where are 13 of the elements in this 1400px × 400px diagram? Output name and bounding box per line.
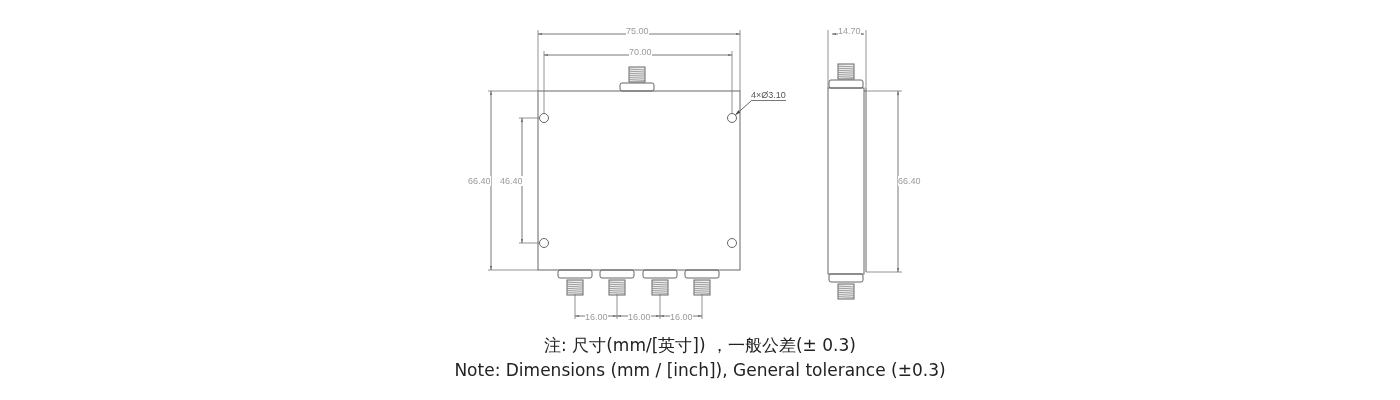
dimension-label: 16.00 xyxy=(670,312,693,322)
mounting-hole xyxy=(727,113,737,123)
dimension-label: 46.40 xyxy=(500,176,523,186)
callout-text: 4×Ø3.10 xyxy=(751,90,786,101)
dimension-label: 66.40 xyxy=(898,176,921,186)
dimension-label: 14.70 xyxy=(838,26,861,36)
dimension-label: 16.00 xyxy=(628,312,651,322)
dimension-label: 66.40 xyxy=(468,176,491,186)
note-text: 注: 尺寸(mm/[英寸]) ，一般公差(± 0.3) xyxy=(544,334,856,356)
dimension-label: 75.00 xyxy=(626,26,649,36)
dimension-label: 16.00 xyxy=(585,312,608,322)
dimension-label: 70.00 xyxy=(629,47,652,57)
note-text: Note: Dimensions (mm / [inch]), General tolerance (±0.3) xyxy=(454,359,946,381)
